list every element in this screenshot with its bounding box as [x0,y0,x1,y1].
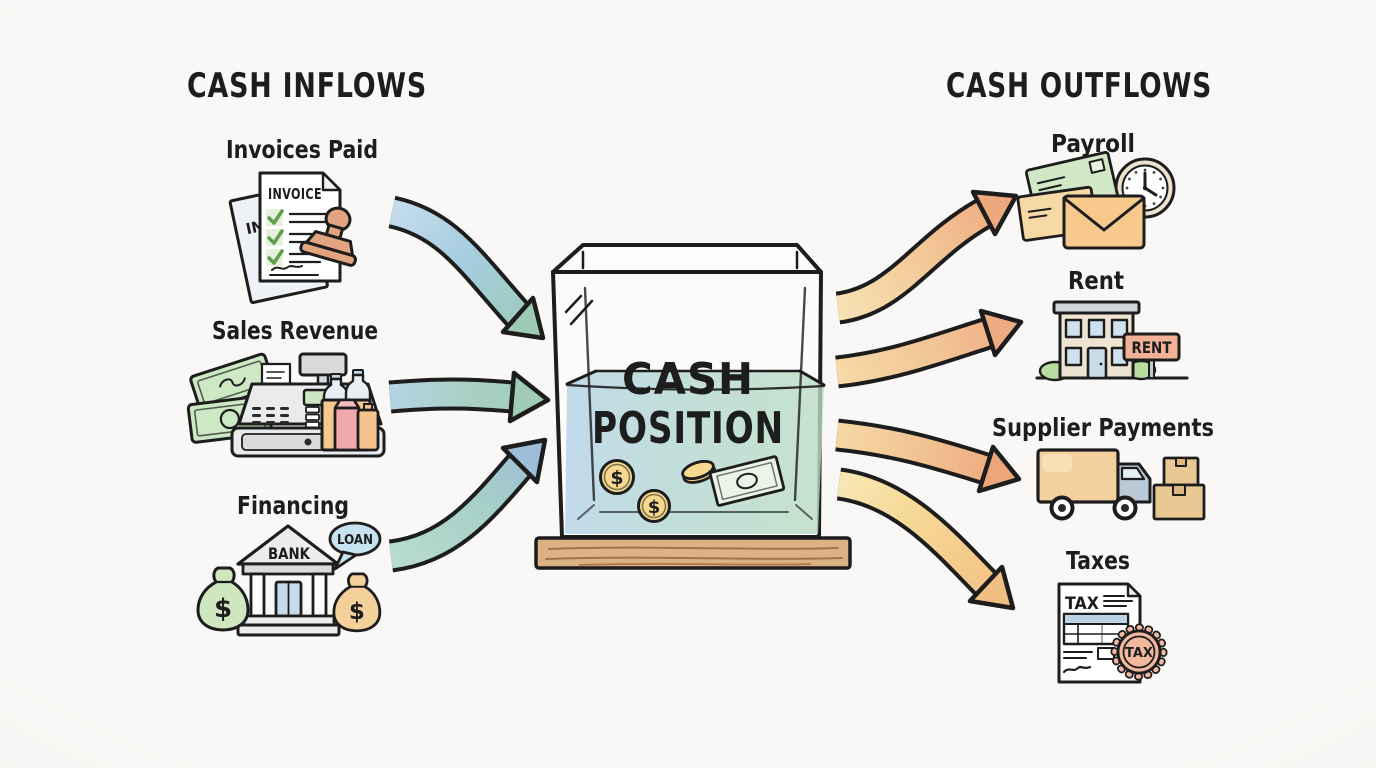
svg-text:BANK: BANK [268,544,310,563]
svg-text:LOAN: LOAN [337,533,373,548]
delivery-truck-boxes-icon [1036,448,1206,521]
cash-outflows-title: CASH OUTFLOWS [946,66,1212,106]
outflow-label-taxes: Taxes [1066,546,1130,575]
inflow-arrow-financing [388,437,548,573]
cardboard-boxes-icon [1152,456,1206,521]
outflow-arrow-payroll [835,189,1019,325]
inflow-arrow-sales [388,370,551,424]
outflow-arrow-supplier [835,418,1022,494]
outflow-item-supplier-payments: Supplier Payments [992,413,1214,521]
building-roof [1052,300,1141,315]
cash-inflows-title: CASH INFLOWS [187,66,427,106]
truck-wheel [1112,495,1138,521]
tilted-coin-icon [681,459,717,484]
inflow-label-sales-revenue: Sales Revenue [212,316,378,345]
svg-text:$: $ [349,599,365,625]
svg-text:$: $ [214,594,232,624]
svg-text:$: $ [610,467,623,489]
banknote-icon [708,455,786,507]
outflow-item-payroll: Payroll [1016,129,1176,250]
cash-register-icon [186,352,386,458]
orange-envelope-icon [1062,194,1146,250]
bank-column [311,572,328,618]
cream-carton-icon [356,403,380,452]
inflow-label-financing: Financing [237,491,349,520]
outflow-arrow-taxes [836,467,1016,611]
invoice-check-rows [266,209,335,266]
inflow-label-invoices-paid: Invoices Paid [226,135,378,164]
truck-wheel [1049,495,1075,521]
building-windows [1064,318,1129,367]
tank-label-line2: POSITION [592,403,784,454]
svg-text:INVOICE: INVOICE [268,185,322,203]
inflow-item-sales-revenue: Sales Revenue [186,316,386,458]
svg-text:TAX: TAX [1125,646,1153,661]
svg-text:$: $ [648,497,661,518]
coin-icon: $ [637,489,671,523]
inflow-item-invoices-paid: Invoices Paid IN INVOICE [226,135,378,305]
truck-window [1120,466,1146,481]
inflow-arrow-invoices [388,195,546,341]
glass-shine [564,294,594,326]
rent-sign: RENT [1122,332,1181,362]
milk-bottle-icon [344,369,372,404]
outflow-label-supplier-payments: Supplier Payments [992,413,1214,442]
outflow-label-rent: Rent [1068,266,1124,295]
bank-loan-icon: BANK LOAN $ $ [196,521,382,637]
tank-wooden-base [534,536,852,570]
water-surface-lines [565,369,826,391]
outflow-item-taxes: Taxes TAX TAX [1057,546,1168,684]
loan-speech-bubble: LOAN [328,521,382,571]
outflow-item-rent: Rent RENT [1035,266,1189,382]
rent-building-sign-icon: RENT [1035,300,1189,382]
inner-wall-lines [577,286,813,520]
building-door [1086,346,1108,380]
pink-carton-icon [333,398,361,452]
cash-position-tank: CASH POSITION $ $ [534,243,852,570]
svg-text:RENT: RENT [1132,338,1172,357]
bank-column [249,572,266,618]
outflow-arrow-rent [835,308,1024,389]
products-icon [320,369,380,452]
tank-top-face [551,243,823,274]
money-bag-icon: $ [332,572,382,633]
outflow-label-payroll: Payroll [1051,129,1135,158]
paycheck-envelopes-clock-icon [1016,150,1176,250]
inflow-item-financing: Financing BANK LOAN $ [196,491,382,637]
tank-label-line1: CASH [622,354,754,405]
tax-seal: TAX [1110,623,1168,681]
invoice-stamped-icon: IN INVOICE [228,171,357,305]
svg-text:TAX: TAX [1065,594,1099,614]
tax-document-seal-icon: TAX TAX [1057,582,1168,684]
register-dash-keys [252,407,289,424]
rubber-stamp-icon [299,206,357,267]
coin-icon: $ [599,459,635,495]
money-bag-icon: $ [196,566,250,632]
wood-grain [545,546,843,566]
